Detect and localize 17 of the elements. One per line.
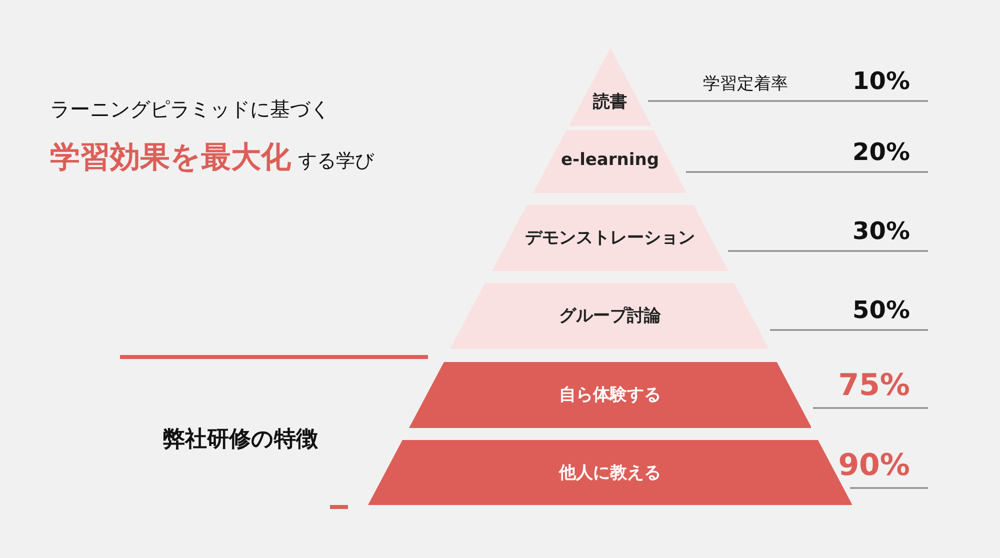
tier-label: 他人に教える [558,462,662,484]
section-label: 弊社研修の特徴 [163,426,318,454]
heading-emphasis: 学習効果を最大化 [50,139,291,177]
percentage-value: 90% [837,448,910,483]
percentage-value: 20% [852,138,910,166]
tier-label: デモンストレーション [524,227,696,249]
tier-label: 読書 [592,91,628,113]
tier-label: e-learning [560,150,660,170]
percentage-value: 50% [852,296,910,324]
heading: する学び [298,149,374,174]
tier-label: グループ討論 [558,305,662,327]
percentage-value: 30% [852,217,910,245]
percentage-value: 10% [852,67,910,95]
heading: ラーニングピラミッドに基づく [50,96,330,123]
tier-label: 自ら体験する [558,384,662,406]
percentage-value: 75% [837,368,910,403]
column-header: 学習定着率 [703,73,788,95]
